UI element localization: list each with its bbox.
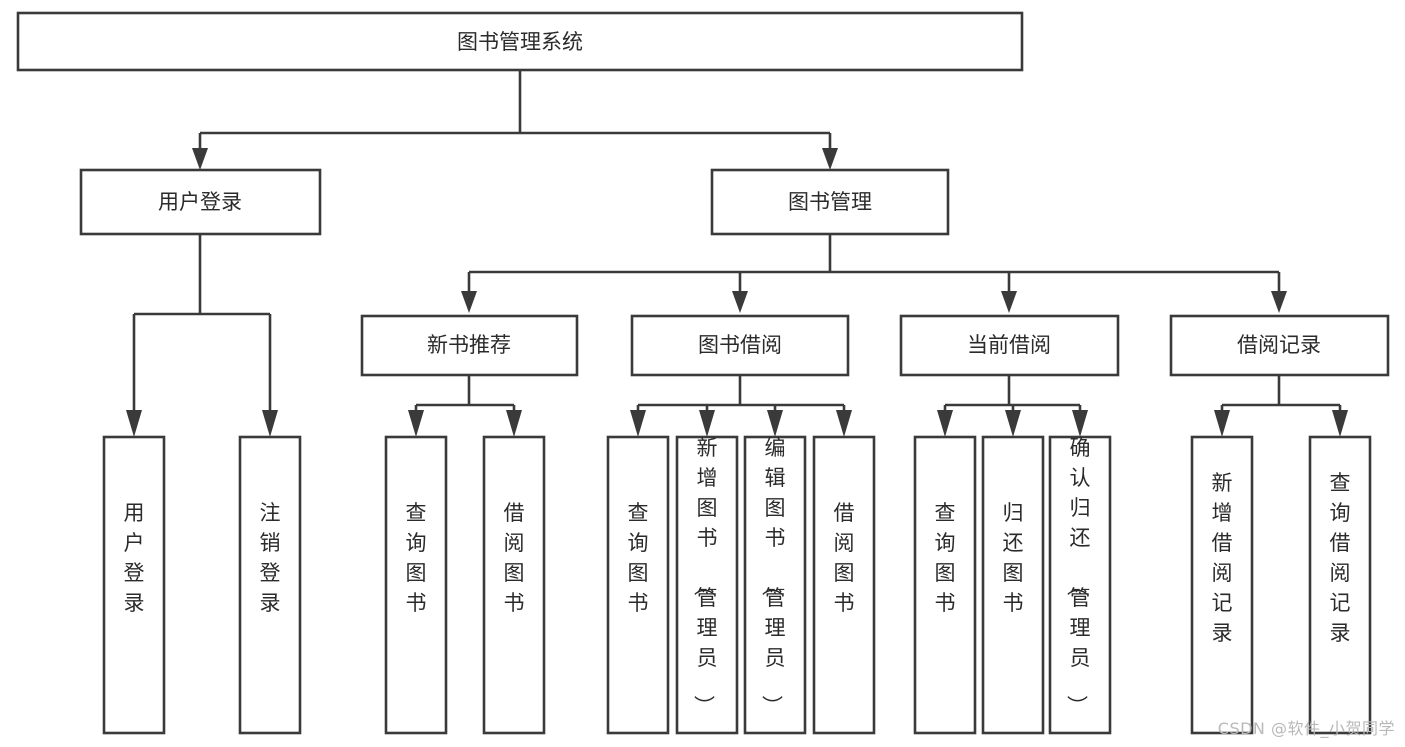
leaf-bookborrow-add-box[interactable] bbox=[675, 435, 739, 735]
leaf-currentborrow-return[interactable]: 归还图书 bbox=[981, 435, 1045, 735]
arrowhead-bookborrow-leaf-4 bbox=[836, 410, 852, 437]
leaf-bookborrow-borrow-label: 借阅图书 bbox=[834, 501, 855, 615]
node-current-borrow[interactable]: 当前借阅 bbox=[899, 314, 1120, 377]
connector-layer bbox=[126, 70, 1348, 437]
leaf-newbook-borrow-box[interactable] bbox=[482, 435, 546, 735]
arrowhead-currentborrow-leaf-1 bbox=[937, 410, 953, 437]
node-new-book-recommend[interactable]: 新书推荐 bbox=[360, 314, 579, 377]
leaf-newbook-borrow[interactable]: 借阅图书 bbox=[482, 435, 546, 735]
arrowhead-borrowrecord-leaf-1 bbox=[1214, 410, 1230, 437]
node-user-login-box[interactable] bbox=[79, 168, 322, 236]
arrowhead-bookborrow-leaf-1 bbox=[630, 410, 646, 437]
leaf-bookborrow-edit[interactable]: 编辑图书（管理员） bbox=[743, 435, 807, 735]
leaf-user-login-logout[interactable]: 注销登录 bbox=[238, 435, 302, 735]
leaf-user-login-login[interactable]: 用户登录 bbox=[102, 435, 166, 735]
leaf-currentborrow-return-box[interactable] bbox=[981, 435, 1045, 735]
node-book-borrow-label: 图书借阅 bbox=[698, 333, 782, 357]
arrowhead-newbook-leaf-1 bbox=[408, 410, 424, 437]
leaf-currentborrow-return-label: 归还图书 bbox=[1003, 501, 1024, 615]
node-book-borrow-box[interactable] bbox=[630, 314, 850, 377]
leaf-bookborrow-edit-box[interactable] bbox=[743, 435, 807, 735]
node-user-login-label: 用户登录 bbox=[158, 190, 242, 214]
arrowhead-leaf-user-login bbox=[126, 410, 142, 437]
node-root-box[interactable] bbox=[16, 11, 1024, 72]
arrowhead-newbook bbox=[461, 291, 477, 313]
leaf-currentborrow-confirm-box[interactable] bbox=[1048, 435, 1112, 735]
leaf-currentborrow-query[interactable]: 查询图书 bbox=[913, 435, 977, 735]
node-borrow-record-box[interactable] bbox=[1169, 314, 1390, 377]
node-current-borrow-label: 当前借阅 bbox=[967, 333, 1051, 357]
arrowhead-root-to-bookmgmt bbox=[822, 148, 838, 170]
leaf-user-login-login-box[interactable] bbox=[102, 435, 166, 735]
arrowhead-bookborrow bbox=[732, 291, 748, 313]
csdn-watermark: CSDN @软件_小贺同学 bbox=[1217, 719, 1395, 738]
arrowhead-currentborrow bbox=[1001, 291, 1017, 313]
node-book-management-box[interactable] bbox=[710, 168, 950, 236]
leaf-currentborrow-query-label: 查询图书 bbox=[935, 501, 956, 615]
leaf-bookborrow-borrow-box[interactable] bbox=[812, 435, 876, 735]
leaf-bookborrow-query-box[interactable] bbox=[606, 435, 670, 735]
arrowhead-borrowrecord bbox=[1271, 291, 1287, 313]
leaf-bookborrow-query[interactable]: 查询图书 bbox=[606, 435, 670, 735]
leaf-user-login-logout-label: 注销登录 bbox=[260, 501, 281, 615]
leaf-bookborrow-add[interactable]: 新增图书（管理员） bbox=[675, 435, 739, 735]
leaf-user-login-logout-box[interactable] bbox=[238, 435, 302, 735]
leaf-currentborrow-confirm-label: 确认归还（管理员） bbox=[1065, 436, 1091, 716]
leaf-currentborrow-query-box[interactable] bbox=[913, 435, 977, 735]
leaf-borrowrecord-query[interactable]: 查询借阅记录 bbox=[1308, 435, 1372, 735]
node-book-management-label: 图书管理 bbox=[788, 190, 872, 214]
arrowhead-bookborrow-leaf-3 bbox=[767, 410, 783, 437]
leaf-newbook-query[interactable]: 查询图书 bbox=[384, 435, 448, 735]
node-book-management[interactable]: 图书管理 bbox=[710, 168, 950, 236]
node-new-book-recommend-label: 新书推荐 bbox=[427, 333, 511, 357]
node-borrow-record[interactable]: 借阅记录 bbox=[1169, 314, 1390, 377]
arrowhead-bookborrow-leaf-2 bbox=[699, 410, 715, 437]
arrowhead-newbook-leaf-2 bbox=[506, 410, 522, 437]
leaf-newbook-query-label: 查询图书 bbox=[406, 501, 427, 615]
node-book-borrow[interactable]: 图书借阅 bbox=[630, 314, 850, 377]
leaf-bookborrow-edit-label: 编辑图书（管理员） bbox=[760, 436, 786, 716]
leaf-bookborrow-borrow[interactable]: 借阅图书 bbox=[812, 435, 876, 735]
arrowhead-currentborrow-leaf-3 bbox=[1072, 410, 1088, 437]
node-root[interactable]: 图书管理系统 bbox=[16, 11, 1024, 72]
leaf-newbook-query-box[interactable] bbox=[384, 435, 448, 735]
leaf-borrowrecord-add-box[interactable] bbox=[1190, 435, 1254, 735]
arrowhead-currentborrow-leaf-2 bbox=[1005, 410, 1021, 437]
arrowhead-borrowrecord-leaf-2 bbox=[1332, 410, 1348, 437]
leaf-currentborrow-confirm[interactable]: 确认归还（管理员） bbox=[1048, 435, 1112, 735]
node-current-borrow-box[interactable] bbox=[899, 314, 1120, 377]
node-borrow-record-label: 借阅记录 bbox=[1237, 333, 1321, 357]
leaf-bookborrow-query-label: 查询图书 bbox=[628, 501, 649, 615]
leaf-borrowrecord-query-box[interactable] bbox=[1308, 435, 1372, 735]
leaf-newbook-borrow-label: 借阅图书 bbox=[504, 501, 525, 615]
leaf-user-login-login-label: 用户登录 bbox=[124, 501, 145, 615]
leaf-borrowrecord-add[interactable]: 新增借阅记录 bbox=[1190, 435, 1254, 735]
leaf-bookborrow-add-label: 新增图书（管理员） bbox=[692, 436, 718, 716]
leaf-borrowrecord-query-label: 查询借阅记录 bbox=[1330, 471, 1351, 645]
node-user-login[interactable]: 用户登录 bbox=[79, 168, 322, 236]
node-new-book-recommend-box[interactable] bbox=[360, 314, 579, 377]
arrowhead-leaf-logout bbox=[262, 410, 278, 437]
arrowhead-root-to-userlogin bbox=[192, 148, 208, 170]
leaf-borrowrecord-add-label: 新增借阅记录 bbox=[1212, 471, 1233, 645]
node-root-label: 图书管理系统 bbox=[457, 30, 583, 54]
